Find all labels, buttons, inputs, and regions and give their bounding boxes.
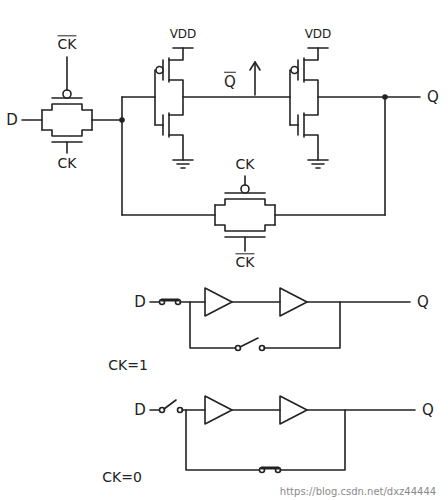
signal-name: Q [422, 402, 434, 419]
open-switch [240, 338, 258, 347]
wire [232, 301, 280, 303]
signal-name: D [134, 294, 146, 311]
supply-label: VDD [170, 28, 197, 41]
gate-wire [290, 124, 298, 126]
wire [318, 96, 420, 98]
clock-signal: CK [236, 255, 255, 270]
wire [264, 302, 340, 348]
source-wire [169, 48, 183, 60]
signal-name: D [6, 112, 18, 129]
nmos-channel [168, 113, 170, 137]
wire [307, 301, 410, 303]
wire [384, 97, 386, 215]
wire [232, 409, 280, 411]
nmos-channel [215, 225, 275, 231]
wire [275, 214, 385, 216]
ground-symbol [316, 167, 320, 169]
clock-signal: CK [58, 37, 77, 52]
pmos-channel [42, 104, 92, 110]
signal-name: Q [427, 89, 439, 106]
inverter-symbol [205, 288, 232, 316]
wire [22, 119, 42, 121]
ground-symbol [308, 159, 328, 161]
arrow-head [250, 62, 260, 70]
pmos-channel [168, 58, 170, 82]
gate-wire [154, 70, 156, 125]
drain-wire [304, 80, 318, 115]
clock-signal: CK [236, 157, 255, 172]
wire [150, 301, 160, 303]
vdd-bar [173, 47, 193, 49]
ground-symbol [181, 167, 185, 169]
gate-lead [66, 142, 68, 153]
wire [190, 302, 236, 348]
nmos-channel [303, 113, 305, 137]
wire [180, 301, 205, 303]
gate-bubble [63, 90, 71, 98]
watermark: https://blog.csdn.net/dxz44444 [280, 486, 436, 497]
pmos-channel [303, 58, 305, 82]
inverter-symbol [205, 396, 232, 424]
tg-terminal [41, 110, 43, 130]
junction-dot [120, 118, 124, 122]
wire [183, 96, 290, 98]
signal-name: Q [417, 294, 429, 311]
closed-switch [162, 298, 178, 301]
inverter-symbol [280, 288, 307, 316]
tg-terminal [214, 205, 216, 225]
gate-bubble [241, 185, 249, 193]
signal-name: D [134, 402, 146, 419]
ground-symbol [312, 163, 324, 165]
wire [121, 97, 123, 215]
supply-label: VDD [305, 28, 332, 41]
wire [307, 409, 415, 411]
condition-label: CK=0 [102, 470, 142, 485]
pmos-channel [215, 199, 275, 205]
drain-wire [169, 80, 183, 115]
wire [150, 409, 160, 411]
gate-lead [244, 237, 246, 251]
wire [186, 410, 260, 470]
ground-symbol [177, 163, 189, 165]
wire [280, 410, 345, 470]
vdd-bar [308, 47, 328, 49]
ground-symbol [173, 159, 193, 161]
nmos-channel [42, 130, 92, 136]
open-switch [164, 400, 176, 409]
arrow [254, 62, 256, 95]
condition-label: CK=1 [108, 358, 148, 373]
gate-lead [244, 176, 246, 185]
wire [122, 214, 215, 216]
gate-lead [66, 57, 68, 90]
source-wire [169, 135, 183, 160]
junction-dot [383, 95, 387, 99]
signal-name: Q [224, 74, 236, 91]
source-wire [304, 48, 318, 60]
wire [122, 96, 155, 98]
gate-bubble [291, 67, 298, 74]
gate-wire [289, 70, 291, 125]
gate-wire [155, 124, 163, 126]
source-wire [304, 135, 318, 160]
clock-signal: CK [58, 156, 77, 171]
gate-bubble [156, 67, 163, 74]
wire [92, 119, 122, 121]
inverter-symbol [280, 396, 307, 424]
closed-switch [262, 466, 278, 469]
